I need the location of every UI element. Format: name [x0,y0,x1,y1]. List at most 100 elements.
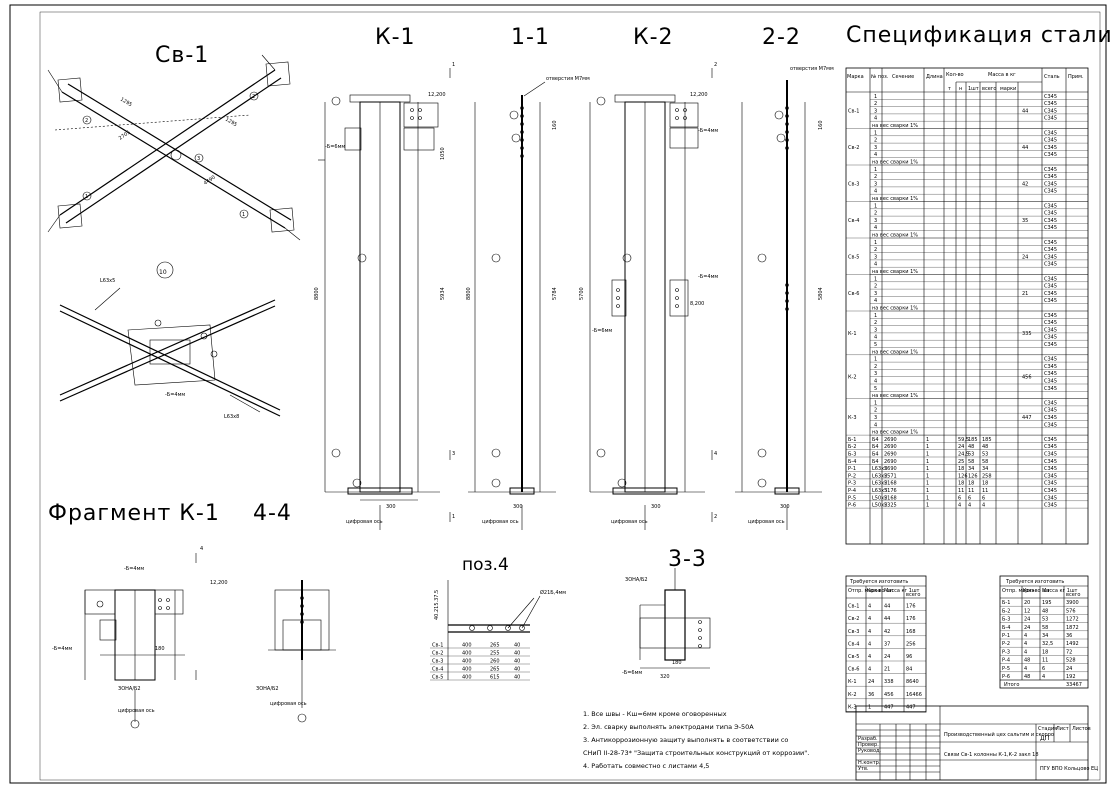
need2-h3: всего [1066,592,1080,598]
spec-cell: Б4 [872,452,879,458]
spec-subtotal: на вес сварки 1% [872,123,918,129]
poz4-cell: Св-4 [432,667,443,673]
spec-mark-mass: 335 [1022,331,1032,337]
poz4-cell: Св-5 [432,675,443,681]
poz4-cell: Св-2 [432,651,443,657]
need1-cell: 338 [884,679,894,685]
poz4-cell: 615 [490,675,500,681]
svg-text:180: 180 [155,646,165,652]
section-4-4: ЗОНА/Б2 цифровая ось [256,580,336,723]
spec-cell: 1 [926,459,929,465]
need1-cell: 256 [906,641,916,647]
k2-dim: 300 [651,504,661,510]
spec-cell: 11 [968,488,974,494]
angle-label-2: L63х8 [224,414,239,420]
need2-cell: 1872 [1066,625,1079,631]
spec-pos: 3 [874,327,877,333]
spec-sh-all: всего [982,86,996,92]
need-table-2: Требуется изготовить Отпр. марка Кол-во … [999,575,1089,689]
spec-pos: 1 [874,400,877,406]
need2-cell: 12 [1024,608,1030,614]
note-line: 1. Все швы - Кш=6мм кроме оговоренных [583,710,727,718]
need2-cell: Б-3 [1002,617,1010,623]
spec-steel: С345 [1044,218,1057,224]
k2-elev-top: 12,200 [690,92,708,98]
poz4-cell: Св-1 [432,643,443,649]
title-k2: К-2 [633,25,674,50]
spec-cell: 2690 [884,444,897,450]
title-sv1: Св-1 [155,43,209,68]
spec-pos: 4 [874,422,877,428]
k2-mark-2: 2 [714,62,717,68]
need2-cell: 11 [1042,658,1048,664]
spec-cell: L63х5 [872,488,887,494]
svg-text:2705: 2705 [118,130,132,142]
need1-cell: 44 [884,604,890,610]
column-k2: -Б=4мм -Б=4мм -Б=6мм 12,200 8,200 300 ци… [579,62,718,530]
need2-cell: Б-4 [1002,625,1010,631]
need1-cell: 42 [884,629,890,635]
need1-cell: 176 [906,616,916,622]
spec-steel: С345 [1044,174,1057,180]
spec-cell: 2690 [884,437,897,443]
spec-mark-mass: 42 [1022,181,1028,187]
note-line: СНиП II-28-73* "Защита строительных конс… [583,749,809,757]
need1-cell: 24 [884,654,890,660]
frag-weld-1: -Б=4мм [124,566,144,572]
spec-h-sect: Сечение [892,74,914,80]
spec-pos: 1 [874,130,877,136]
spec-cell: 2690 [884,452,897,458]
spec-cell: 1 [926,437,929,443]
need1-cell: 4 [868,667,871,673]
spec-cell: 1 [926,466,929,472]
need1-title: Требуется изготовить [849,579,908,585]
s22-dim: 300 [780,504,790,510]
stamp-sheet-title: Связи Св-1 колонны К-1,К-2 закл 18 [944,752,1039,758]
section-2-2: отверстия М7мм 300 цифровая ось 5804 160 [735,66,834,530]
need2-cell: 53 [1042,617,1048,623]
spec-subtotal: на вес сварки 1% [872,269,918,275]
need1-cell: 21 [884,667,890,673]
need2-cell: 72 [1066,649,1072,655]
spec-h-note: Прим. [1068,74,1084,80]
spec-subtotal: на вес сварки 1% [872,393,918,399]
poz4-cell: 400 [462,651,472,657]
need1-cell: 4 [868,604,871,610]
s11-dim: 300 [513,504,523,510]
poz4-cell: 40 [514,643,520,649]
node-10-label: 10 [159,269,167,276]
need2-h0: Отпр. марка [1002,588,1035,594]
spec-pos: 1 [874,167,877,173]
need1-cell: 4 [868,654,871,660]
spec-pos: 2 [874,247,877,253]
s33-dim: 180 [672,660,682,666]
need2-cell: Р-5 [1002,666,1010,672]
spec-pos: 1 [874,313,877,319]
poz4-cell: 255 [490,651,500,657]
spec-subtotal: на вес сварки 1% [872,196,918,202]
stamp-project: Производственный цех сальтим и скорро [944,731,1054,738]
stamp-role-0: Разраб. [858,736,878,742]
spec-mark: К-3 [848,415,857,421]
poz4-cell: 260 [490,659,500,665]
spec-cell: 4 [958,503,961,509]
poz4-cell: 40 [514,651,520,657]
spec-cell: 2168 [884,495,897,501]
brace-sv1: 2 1 3 1 2 1295 2705 4490 1295 [47,54,301,241]
need1-cell: К-2 [848,692,857,698]
spec-pos: 5 [874,386,877,392]
need2-cell: 195 [1042,600,1052,606]
spec-cell: С345 [1044,444,1057,450]
svg-text:1295: 1295 [224,117,238,129]
spec-subtotal: на вес сварки 1% [872,160,918,166]
svg-text:2: 2 [252,94,255,100]
spec-pos: 3 [874,415,877,421]
spec-sh-t: т [948,86,951,92]
spec-steel: С345 [1044,167,1057,173]
frag-base: ЗОНА/Б2 [118,686,141,692]
need-table-1: Требуется изготовить Отпр. марка Кол-во … [845,575,927,713]
spec-pos: 2 [874,408,877,414]
note-line: 3. Антикоррозионную защиту выполнять в с… [583,736,788,744]
k1-mark-1: 1 [452,62,455,68]
spec-h-len: Длина [926,74,943,80]
